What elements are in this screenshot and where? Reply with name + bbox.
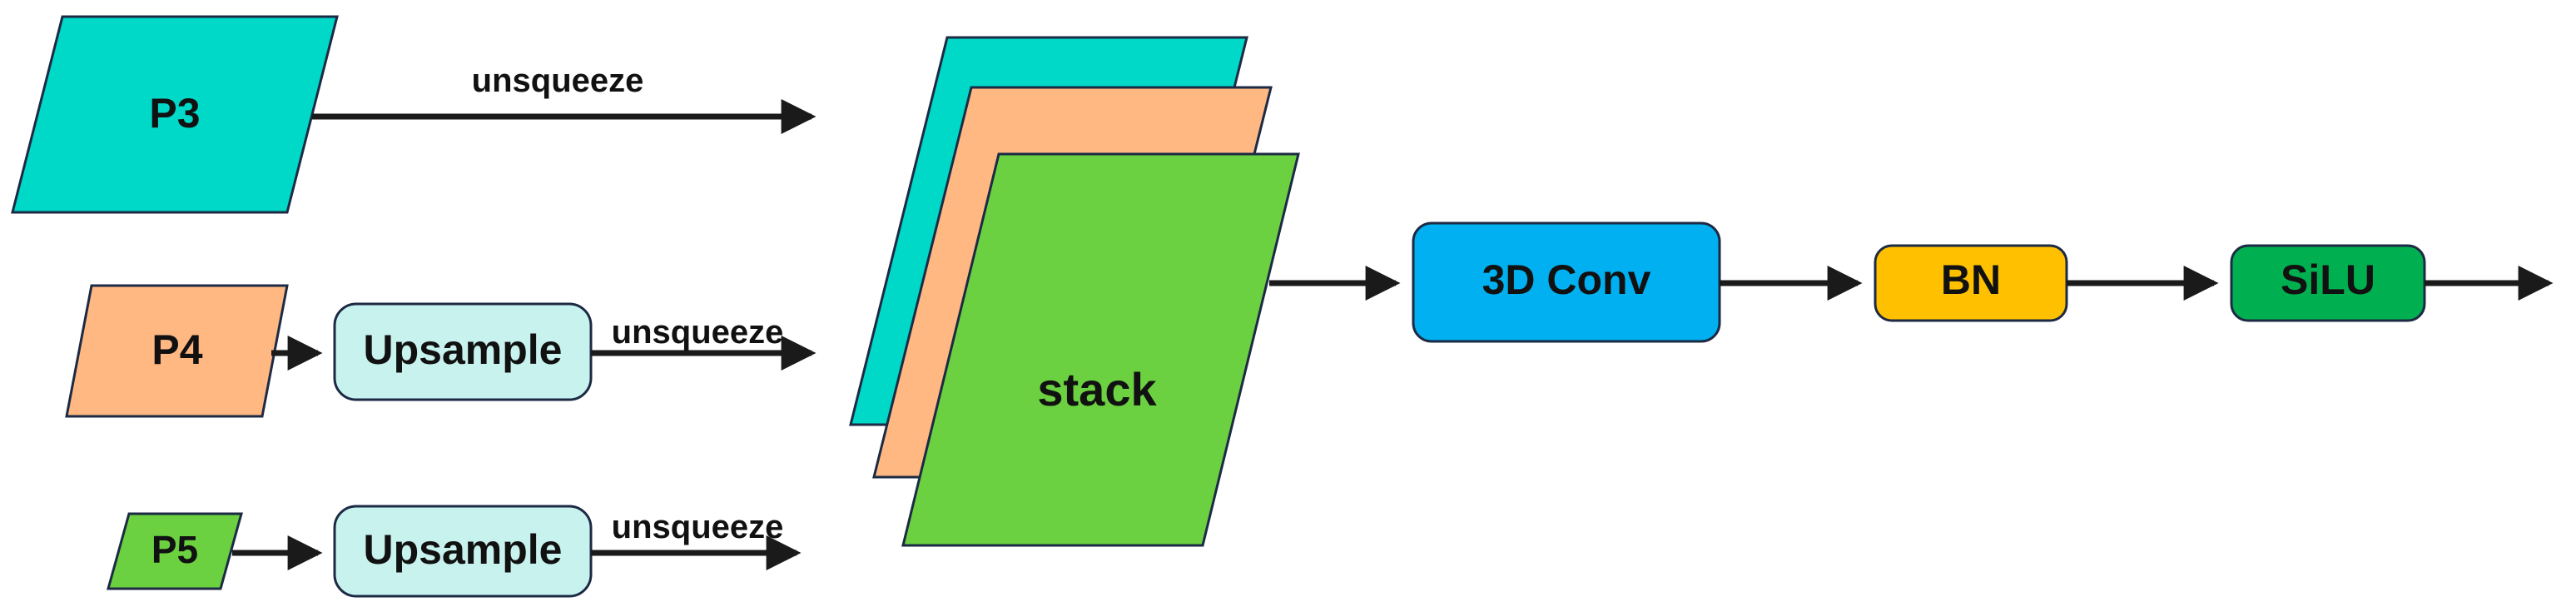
conv3d-label: 3D Conv xyxy=(1482,256,1651,303)
p3-label: P3 xyxy=(149,90,200,137)
p5-parallelogram xyxy=(107,512,243,590)
stack-layer-p5 xyxy=(901,152,1300,547)
p5-upsample-label: Upsample xyxy=(364,526,563,573)
p5-unsqueeze-label: unsqueeze xyxy=(612,509,784,545)
bn-label: BN xyxy=(1941,256,2001,303)
p3-unsqueeze-label: unsqueeze xyxy=(472,62,644,99)
p4-parallelogram xyxy=(65,284,289,418)
p5-label: P5 xyxy=(151,528,198,571)
stack-label: stack xyxy=(1037,363,1157,415)
p4-unsqueeze-label: unsqueeze xyxy=(612,314,784,351)
silu-label: SiLU xyxy=(2281,256,2375,303)
p4-upsample-label: Upsample xyxy=(364,326,563,373)
p4-label: P4 xyxy=(151,326,202,373)
p3-parallelogram xyxy=(11,15,339,214)
